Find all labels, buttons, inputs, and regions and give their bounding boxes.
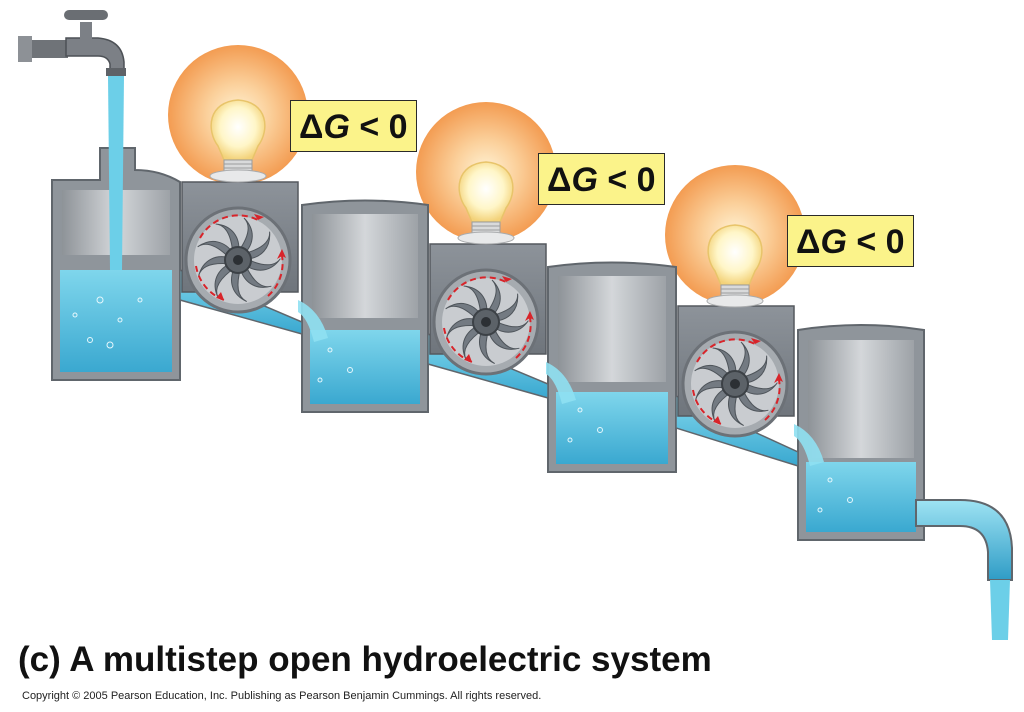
tank-3 <box>547 261 677 473</box>
inflow-stream <box>108 76 124 270</box>
inequality: < 0 <box>846 223 905 261</box>
turbine-icon <box>432 268 540 376</box>
delta-symbol: Δ <box>547 161 572 199</box>
tank-2 <box>301 199 429 413</box>
outlet-pipe <box>915 499 1013 581</box>
hydroelectric-diagram <box>18 10 1013 640</box>
faucet-icon <box>18 10 126 76</box>
turbine-icon <box>184 206 292 314</box>
delta-g-label-1: ΔG < 0 <box>290 100 417 152</box>
delta-symbol: Δ <box>796 223 821 261</box>
waterfall-3 <box>794 424 824 466</box>
waterfall-1 <box>298 300 328 342</box>
inequality: < 0 <box>349 108 408 146</box>
g-symbol: G <box>571 161 598 199</box>
g-symbol: G <box>323 108 350 146</box>
copyright-notice: Copyright © 2005 Pearson Education, Inc.… <box>22 690 542 702</box>
figure-caption: (c) A multistep open hydroelectric syste… <box>18 640 712 679</box>
inequality: < 0 <box>597 161 656 199</box>
delta-g-label-3: ΔG < 0 <box>787 215 914 267</box>
bubbles <box>72 296 853 513</box>
delta-symbol: Δ <box>299 108 324 146</box>
turbine-icon <box>681 330 789 438</box>
tank-4 <box>797 324 925 541</box>
delta-g-label-2: ΔG < 0 <box>538 153 665 205</box>
g-symbol: G <box>820 223 847 261</box>
waterfall-2 <box>546 362 576 404</box>
outlet-stream <box>990 580 1010 640</box>
